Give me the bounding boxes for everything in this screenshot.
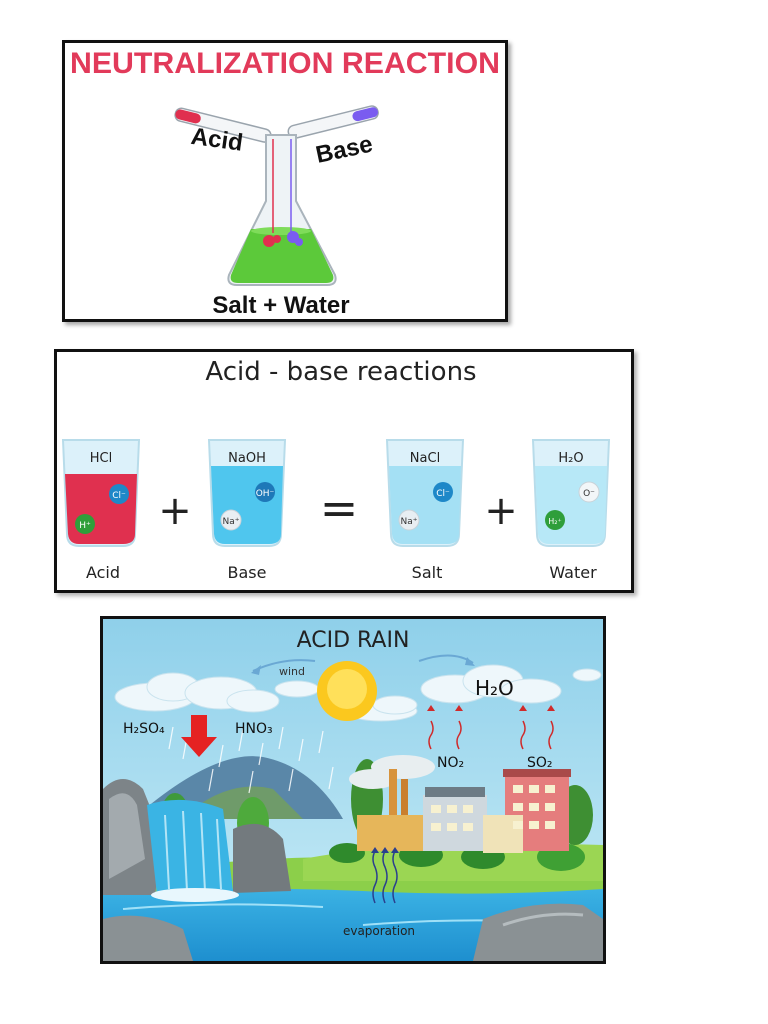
gas-arrows bbox=[428, 720, 554, 750]
flask bbox=[227, 134, 337, 286]
h2o-label: H₂O bbox=[475, 676, 514, 700]
ion-label: O⁻ bbox=[583, 489, 595, 499]
acid-base-panel: Acid - base reactions HCl Cl⁻ H⁺ Acid + … bbox=[54, 349, 634, 593]
acid-label: Acid bbox=[189, 123, 244, 157]
acid-test-tube bbox=[174, 107, 272, 143]
ion-label: H₂⁺ bbox=[548, 517, 561, 526]
no2-label: NO₂ bbox=[437, 755, 464, 771]
factory bbox=[349, 755, 571, 853]
beaker-caption: Base bbox=[228, 563, 267, 582]
result-label: Salt + Water bbox=[212, 292, 349, 319]
equals-sign: = bbox=[320, 481, 359, 535]
neutralization-illustration: NEUTRALIZATION REACTION Acid Base Salt +… bbox=[70, 47, 500, 319]
beaker-caption: Salt bbox=[412, 563, 443, 582]
ion-label: H⁺ bbox=[79, 521, 91, 531]
so2-label: SO₂ bbox=[527, 755, 553, 771]
plus-sign: + bbox=[484, 488, 518, 534]
base-test-tube bbox=[287, 105, 379, 140]
evaporation-arrows bbox=[372, 850, 398, 904]
rocks bbox=[103, 779, 603, 961]
beaker-formula: H₂O bbox=[558, 451, 583, 466]
ion-label: OH⁻ bbox=[256, 489, 275, 499]
evaporation-label: evaporation bbox=[343, 924, 415, 938]
acid-rain-panel: ACID RAIN wind H₂SO₄ HNO₃ H₂O NO₂ SO₂ ev… bbox=[100, 616, 606, 964]
beaker-nacl: NaCl Cl⁻ Na⁺ Salt bbox=[385, 439, 465, 582]
beaker-caption: Acid bbox=[86, 563, 120, 582]
h2so4-label: H₂SO₄ bbox=[123, 721, 165, 737]
clouds bbox=[114, 664, 602, 722]
plus-sign: + bbox=[158, 488, 192, 534]
panel-title: Acid - base reactions bbox=[205, 357, 476, 387]
beaker-naoh: NaOH OH⁻ Na⁺ Base bbox=[207, 439, 287, 582]
sun bbox=[317, 661, 377, 721]
ion-label: Na⁺ bbox=[401, 517, 418, 527]
ion-label: Na⁺ bbox=[223, 517, 240, 527]
beaker-h2o: H₂O O⁻ H₂⁺ Water bbox=[531, 439, 611, 582]
beaker-formula: NaOH bbox=[228, 451, 266, 466]
ion-label: Cl⁻ bbox=[112, 491, 126, 501]
base-label: Base bbox=[313, 131, 375, 169]
neutralization-panel: NEUTRALIZATION REACTION Acid Base Salt +… bbox=[62, 40, 508, 322]
ion-label: Cl⁻ bbox=[436, 489, 450, 499]
hno3-label: HNO₃ bbox=[235, 721, 273, 737]
panel-title: NEUTRALIZATION REACTION bbox=[70, 47, 500, 80]
wind-label: wind bbox=[279, 665, 305, 678]
beaker-formula: NaCl bbox=[410, 451, 440, 466]
acid-base-illustration: Acid - base reactions HCl Cl⁻ H⁺ Acid + … bbox=[61, 357, 611, 582]
panel-title: ACID RAIN bbox=[297, 628, 410, 653]
acid-rain-arrow bbox=[181, 715, 217, 757]
beaker-formula: HCl bbox=[90, 451, 112, 466]
acid-rain-illustration: ACID RAIN wind H₂SO₄ HNO₃ H₂O NO₂ SO₂ ev… bbox=[103, 619, 603, 961]
beaker-caption: Water bbox=[549, 563, 597, 582]
beaker-hcl: HCl Cl⁻ H⁺ Acid bbox=[61, 439, 141, 582]
